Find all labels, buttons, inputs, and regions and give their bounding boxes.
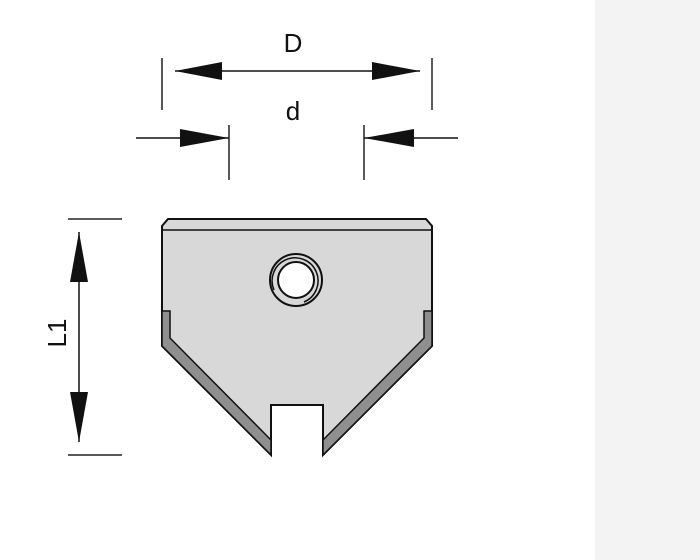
cutter-body bbox=[161, 218, 433, 458]
left-blade bbox=[161, 310, 272, 457]
arrow-inner-left-icon bbox=[180, 129, 229, 147]
label-D: D bbox=[284, 28, 303, 58]
inner-diameter-dimension: d bbox=[136, 96, 458, 180]
screw-hole bbox=[269, 253, 323, 307]
arrow-right-icon bbox=[372, 62, 420, 80]
side-panel bbox=[595, 0, 700, 560]
arrow-inner-right-icon bbox=[364, 129, 414, 147]
body-outline bbox=[161, 218, 433, 458]
right-blade bbox=[322, 310, 433, 457]
outer-diameter-dimension: D bbox=[161, 28, 433, 110]
length-dimension: L1 bbox=[42, 218, 122, 456]
label-d: d bbox=[286, 96, 300, 126]
screw-hole-inner bbox=[277, 261, 315, 299]
arrow-down-icon bbox=[70, 392, 88, 442]
arrow-up-icon bbox=[70, 232, 88, 282]
label-L1: L1 bbox=[42, 319, 72, 348]
screw-hole-spiral bbox=[271, 257, 319, 303]
arrow-left-icon bbox=[175, 62, 222, 80]
